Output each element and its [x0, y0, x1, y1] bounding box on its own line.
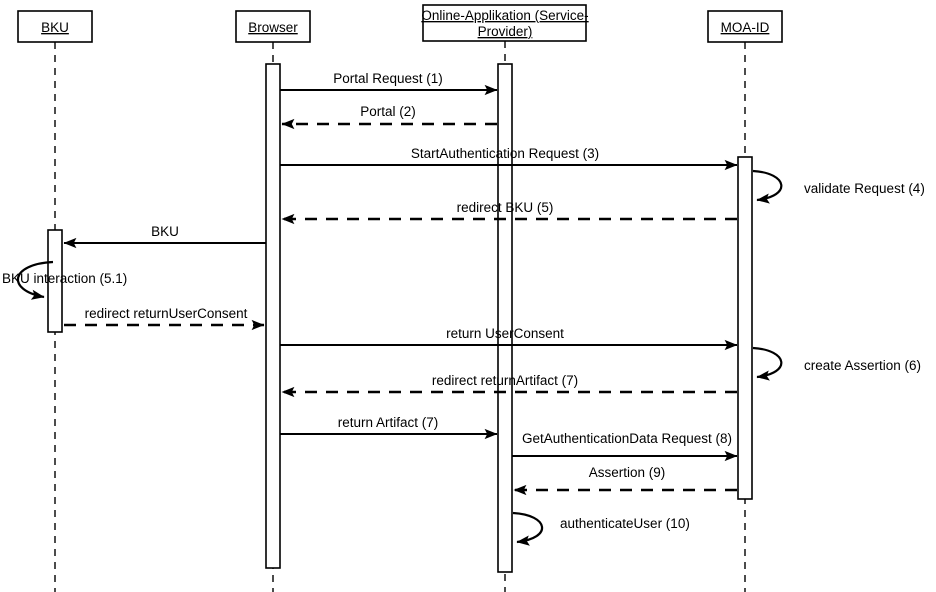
message-label-startauthentication-request: StartAuthentication Request (3)	[411, 146, 599, 161]
message-label-bku-interaction: BKU interaction (5.1)	[2, 271, 127, 286]
message-selfloop-create-assertion	[752, 346, 783, 381]
message-validate-request: validate Request (4)	[752, 169, 925, 204]
participant-head-browser: Browser	[235, 10, 311, 43]
moa-id-head-label: MOA-ID	[721, 20, 770, 35]
message-label-assertion: Assertion (9)	[589, 465, 666, 480]
message-label-portal: Portal (2)	[360, 104, 416, 119]
message-label-return-userconsent: return UserConsent	[446, 326, 564, 341]
activation-bku	[47, 229, 63, 333]
message-getauthenticationdata-request: GetAuthenticationData Request (8)	[512, 431, 738, 462]
participant-head-bku: BKU	[17, 10, 93, 43]
moa-id-head-box	[707, 10, 783, 43]
message-label-authenticateuser: authenticateUser (10)	[560, 516, 690, 531]
message-assertion: Assertion (9)	[513, 465, 737, 496]
message-bku: BKU	[63, 224, 266, 249]
message-label-create-assertion: create Assertion (6)	[804, 358, 921, 373]
participant-head-moa-id: MOA-ID	[707, 10, 783, 43]
message-label-portal-request: Portal Request (1)	[333, 71, 443, 86]
browser-head-label: Browser	[248, 20, 298, 35]
activation-moa-id	[737, 156, 753, 500]
message-selfloop-bku-interaction	[16, 260, 54, 300]
message-authenticateuser: authenticateUser (10)	[512, 511, 690, 546]
online-app-head-label-line1: Online-Applikation (Service-	[421, 8, 588, 23]
message-label-redirect-returnartifact: redirect returnArtifact (7)	[432, 373, 578, 388]
message-selfloop-validate-request	[752, 169, 783, 204]
message-create-assertion: create Assertion (6)	[752, 346, 921, 381]
message-redirect-returnartifact: redirect returnArtifact (7)	[281, 373, 737, 398]
activation-online-applikation-1	[497, 63, 513, 573]
message-label-getauthenticationdata-request: GetAuthenticationData Request (8)	[522, 431, 732, 446]
message-startauthentication-request: StartAuthentication Request (3)	[280, 146, 738, 171]
message-label-validate-request: validate Request (4)	[804, 181, 925, 196]
message-return-artifact: return Artifact (7)	[280, 415, 498, 440]
message-label-bku: BKU	[151, 224, 179, 239]
message-label-redirect-bku: redirect BKU (5)	[457, 200, 554, 215]
message-label-redirect-returnuserconsent: redirect returnUserConsent	[85, 306, 248, 321]
message-portal-request: Portal Request (1)	[280, 71, 498, 96]
message-redirect-bku: redirect BKU (5)	[281, 200, 737, 225]
message-return-userconsent: return UserConsent	[280, 326, 738, 351]
message-bku-interaction: BKU interaction (5.1)	[2, 260, 127, 300]
message-label-return-artifact: return Artifact (7)	[338, 415, 439, 430]
online-app-head-label-line2: Provider)	[478, 24, 533, 39]
bku-head-box	[17, 10, 93, 43]
message-portal: Portal (2)	[281, 104, 497, 130]
message-redirect-returnuserconsent: redirect returnUserConsent	[64, 306, 265, 331]
participant-head-online-applikation: Online-Applikation (Service- Provider)	[421, 4, 589, 42]
bku-head-label: BKU	[41, 20, 69, 35]
message-selfloop-authenticateuser	[512, 511, 544, 546]
activation-browser	[265, 63, 281, 569]
